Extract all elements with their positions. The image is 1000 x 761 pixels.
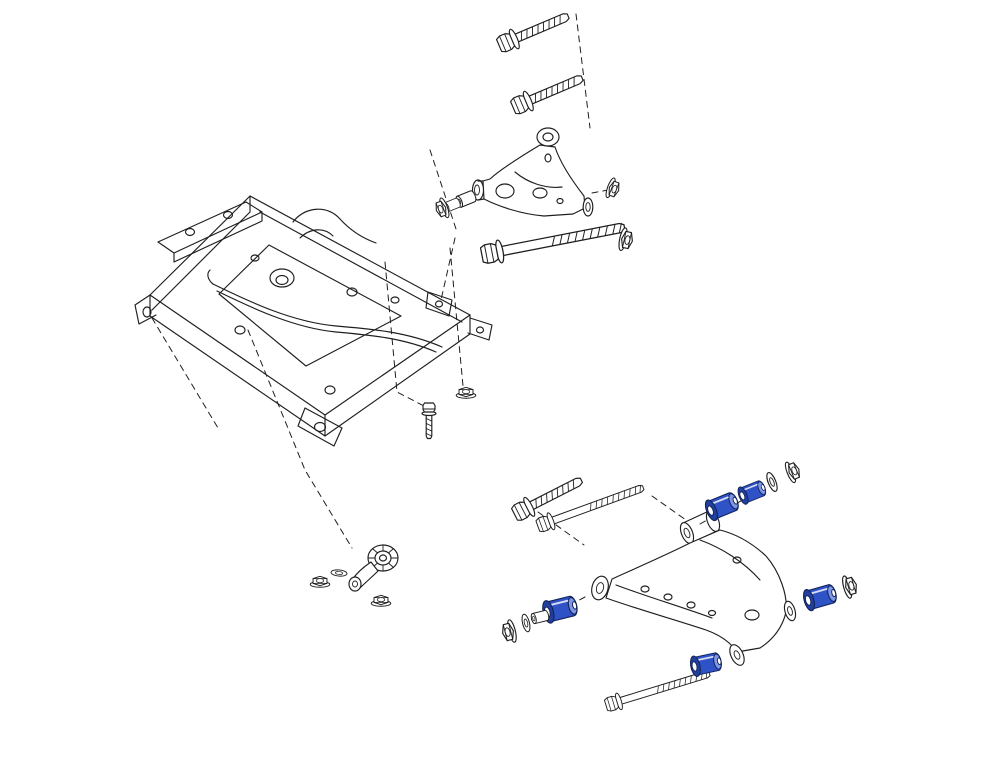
flange-nut	[370, 594, 392, 607]
control-arm-bushing-highlighted	[687, 649, 725, 679]
upper-control-arm-assembly	[432, 5, 636, 267]
upper-control-arm	[471, 127, 594, 217]
flange-bolt	[479, 215, 628, 267]
flange-bolt	[508, 67, 587, 118]
flange-nut	[309, 575, 331, 588]
flange-bolt	[421, 402, 437, 440]
control-arm-bushing-highlighted	[800, 581, 840, 613]
flange-bolt	[494, 5, 573, 56]
flange-nut	[782, 458, 804, 485]
flange-nut	[455, 386, 477, 399]
lower-control-arm-assembly	[499, 458, 861, 715]
flange-nut	[432, 196, 452, 221]
flange-nut	[603, 176, 623, 201]
washer	[519, 612, 533, 634]
washer	[330, 568, 348, 578]
rear-subframe	[134, 195, 493, 447]
flange-bolt	[534, 478, 647, 535]
flange-nut	[499, 618, 519, 646]
flange-nut	[840, 572, 861, 600]
assembly-leader-lines	[151, 13, 765, 607]
washer	[764, 470, 780, 494]
lower-control-arm	[591, 510, 797, 666]
stabilizer-bracket	[348, 544, 399, 592]
stabilizer-bracket-assembly	[309, 544, 399, 607]
spacer-collar	[529, 609, 551, 625]
